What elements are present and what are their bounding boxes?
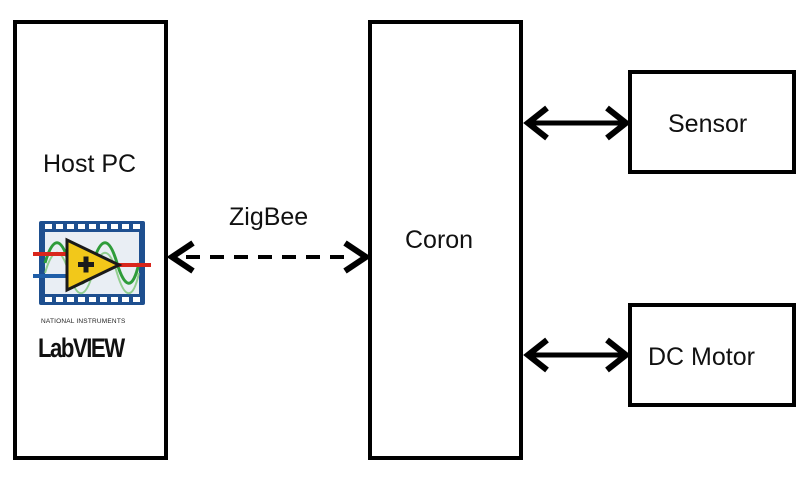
- sensor-block: [628, 70, 796, 174]
- sensor-label: Sensor: [668, 110, 748, 138]
- coron-block: [368, 20, 523, 460]
- zigbee-link-label: ZigBee: [229, 203, 309, 231]
- coron-label: Coron: [405, 226, 474, 254]
- labview-maker-text: NATIONAL INSTRUMENTS: [41, 318, 126, 325]
- zigbee-arrow: [166, 240, 372, 274]
- dc-motor-label: DC Motor: [648, 343, 755, 371]
- coron-motor-arrow: [523, 337, 631, 373]
- host-pc-label: Host PC: [43, 150, 137, 178]
- coron-sensor-arrow: [523, 105, 631, 141]
- dc-motor-block: [628, 303, 796, 407]
- labview-logo: [33, 221, 151, 305]
- labview-product-text: LabVIEW: [38, 333, 125, 363]
